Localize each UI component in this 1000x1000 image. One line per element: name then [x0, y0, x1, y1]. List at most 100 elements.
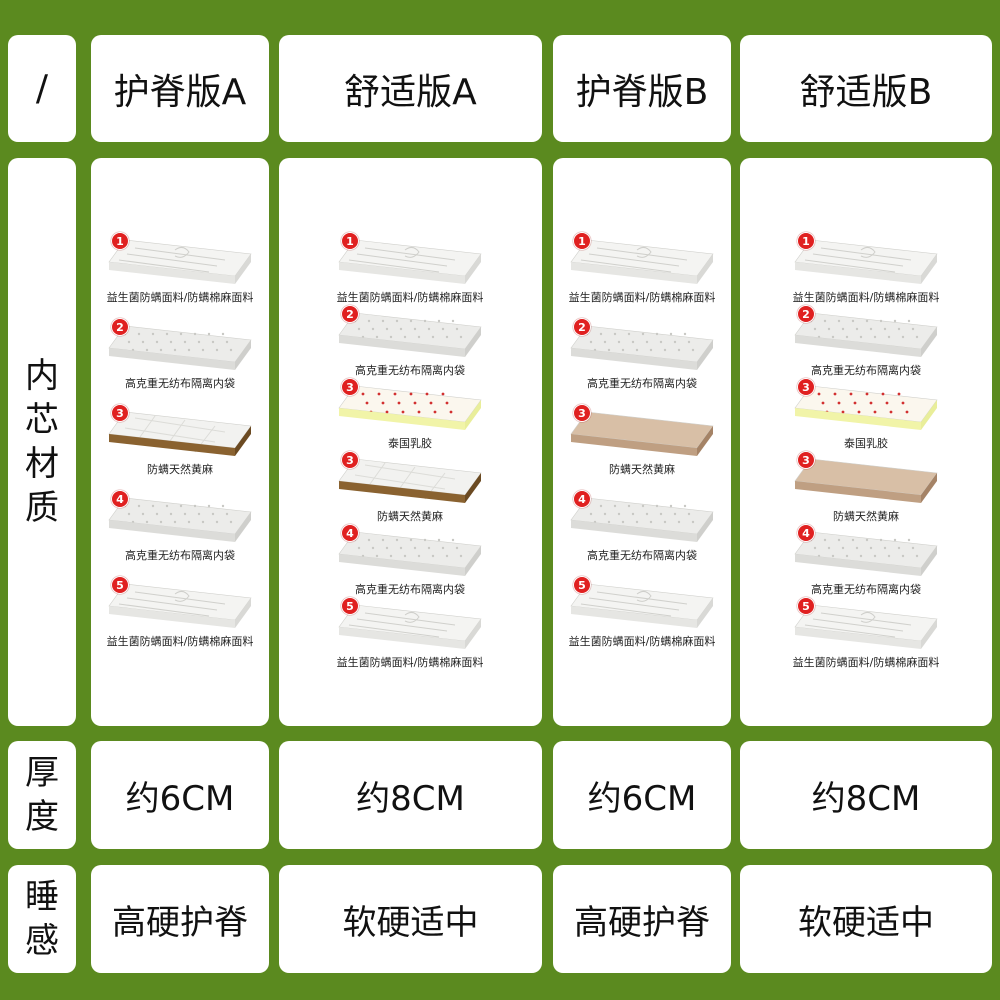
feel-cell-1: 高硬护脊 — [91, 865, 269, 973]
thickness-cell-1: 约6CM — [91, 741, 269, 849]
row-label-char: 厚 — [25, 753, 59, 793]
layer-fabric: 5 益生菌防螨面料/防螨棉麻面料 — [105, 576, 255, 649]
layer-number-badge: 3 — [573, 404, 591, 422]
layer-latex: 3 泰国乳胶 — [335, 378, 485, 451]
layer-illustration: 3 — [791, 378, 941, 434]
feel-value: 软硬适中 — [342, 902, 479, 943]
layer-number-badge: 2 — [341, 305, 359, 323]
layer-fabric: 5 益生菌防螨面料/防螨棉麻面料 — [335, 597, 485, 670]
layer-caption: 高克重无纺布隔离内袋 — [355, 364, 465, 377]
layer-caption: 高克重无纺布隔离内袋 — [811, 364, 921, 377]
layer-illustration: 3 — [105, 404, 255, 460]
layer-caption: 泰国乳胶 — [388, 437, 432, 450]
layer-number-badge: 4 — [111, 490, 129, 508]
layer-caption: 高克重无纺布隔离内袋 — [587, 377, 697, 390]
layer-illustration: 4 — [335, 524, 485, 580]
layer-illustration: 2 — [791, 305, 941, 361]
feel-value: 高硬护脊 — [112, 902, 248, 943]
layer-bag: 2 高克重无纺布隔离内袋 — [791, 305, 941, 378]
layer-caption: 益生菌防螨面料/防螨棉麻面料 — [106, 635, 254, 648]
layer-illustration: 2 — [105, 318, 255, 374]
column-header-label: 护脊版A — [113, 71, 247, 113]
layer-number-badge: 3 — [797, 378, 815, 396]
layer-illustration: 5 — [567, 576, 717, 632]
layer-illustration: 1 — [791, 232, 941, 288]
feel-cell-2: 软硬适中 — [279, 865, 542, 973]
layer-bag: 2 高克重无纺布隔离内袋 — [567, 318, 717, 391]
feel-value: 高硬护脊 — [574, 902, 710, 943]
layer-number-badge: 5 — [797, 597, 815, 615]
corner-label: / — [35, 68, 49, 109]
layer-felt: 3 防螨天然黄麻 — [791, 451, 941, 524]
row-label-char: 度 — [25, 797, 59, 837]
layer-illustration: 4 — [791, 524, 941, 580]
row-label-char: 感 — [25, 921, 59, 961]
layer-fabric: 1 益生菌防螨面料/防螨棉麻面料 — [105, 232, 255, 305]
layer-caption: 益生菌防螨面料/防螨棉麻面料 — [336, 656, 484, 669]
feel-cell-3: 高硬护脊 — [553, 865, 731, 973]
row-label-char: 材 — [25, 444, 59, 484]
layer-caption: 益生菌防螨面料/防螨棉麻面料 — [792, 656, 940, 669]
layer-number-badge: 2 — [573, 318, 591, 336]
layer-bag: 4 高克重无纺布隔离内袋 — [567, 490, 717, 563]
core-row-label: 内 芯 材 质 — [8, 158, 76, 726]
thickness-cell-3: 约6CM — [553, 741, 731, 849]
layer-illustration: 4 — [567, 490, 717, 546]
layer-fabric: 1 益生菌防螨面料/防螨棉麻面料 — [567, 232, 717, 305]
thickness-row-label: 厚 度 — [8, 741, 76, 849]
thickness-cell-2: 约8CM — [279, 741, 542, 849]
layer-illustration: 3 — [791, 451, 941, 507]
column-header-label: 护脊版B — [575, 71, 709, 113]
layer-number-badge: 1 — [111, 232, 129, 250]
layer-caption: 益生菌防螨面料/防螨棉麻面料 — [568, 291, 716, 304]
feel-row-label: 睡 感 — [8, 865, 76, 973]
column-header-label: 舒适版B — [799, 71, 933, 113]
layer-caption: 高克重无纺布隔离内袋 — [125, 377, 235, 390]
layer-illustration: 1 — [105, 232, 255, 288]
layer-illustration: 4 — [105, 490, 255, 546]
layer-illustration: 2 — [335, 305, 485, 361]
column-header-1: 护脊版A — [91, 35, 269, 142]
layer-number-badge: 1 — [797, 232, 815, 250]
layer-caption: 防螨天然黄麻 — [833, 510, 899, 523]
thickness-value: 约8CM — [811, 778, 921, 819]
row-label-char: 质 — [25, 488, 59, 528]
layer-illustration: 5 — [335, 597, 485, 653]
layer-illustration: 3 — [335, 378, 485, 434]
layer-number-badge: 4 — [797, 524, 815, 542]
thickness-value: 约8CM — [356, 778, 465, 819]
layer-bag: 2 高克重无纺布隔离内袋 — [335, 305, 485, 378]
layer-illustration: 5 — [105, 576, 255, 632]
layer-number-badge: 5 — [573, 576, 591, 594]
layer-number-badge: 5 — [111, 576, 129, 594]
layer-illustration: 3 — [335, 451, 485, 507]
layer-number-badge: 4 — [341, 524, 359, 542]
corner-cell: / — [8, 35, 76, 142]
column-header-4: 舒适版B — [740, 35, 992, 142]
layer-number-badge: 4 — [573, 490, 591, 508]
layer-number-badge: 3 — [341, 378, 359, 396]
feel-value: 软硬适中 — [798, 902, 934, 943]
layer-caption: 高克重无纺布隔离内袋 — [587, 549, 697, 562]
layer-number-badge: 1 — [341, 232, 359, 250]
layer-number-badge: 5 — [341, 597, 359, 615]
layer-fabric: 5 益生菌防螨面料/防螨棉麻面料 — [791, 597, 941, 670]
layer-illustration: 1 — [567, 232, 717, 288]
layer-caption: 益生菌防螨面料/防螨棉麻面料 — [792, 291, 940, 304]
layer-caption: 益生菌防螨面料/防螨棉麻面料 — [106, 291, 254, 304]
row-label-char: 芯 — [25, 400, 59, 440]
layer-illustration: 3 — [567, 404, 717, 460]
column-header-2: 舒适版A — [279, 35, 542, 142]
layer-caption: 防螨天然黄麻 — [147, 463, 213, 476]
layer-illustration: 1 — [335, 232, 485, 288]
layer-number-badge: 1 — [573, 232, 591, 250]
